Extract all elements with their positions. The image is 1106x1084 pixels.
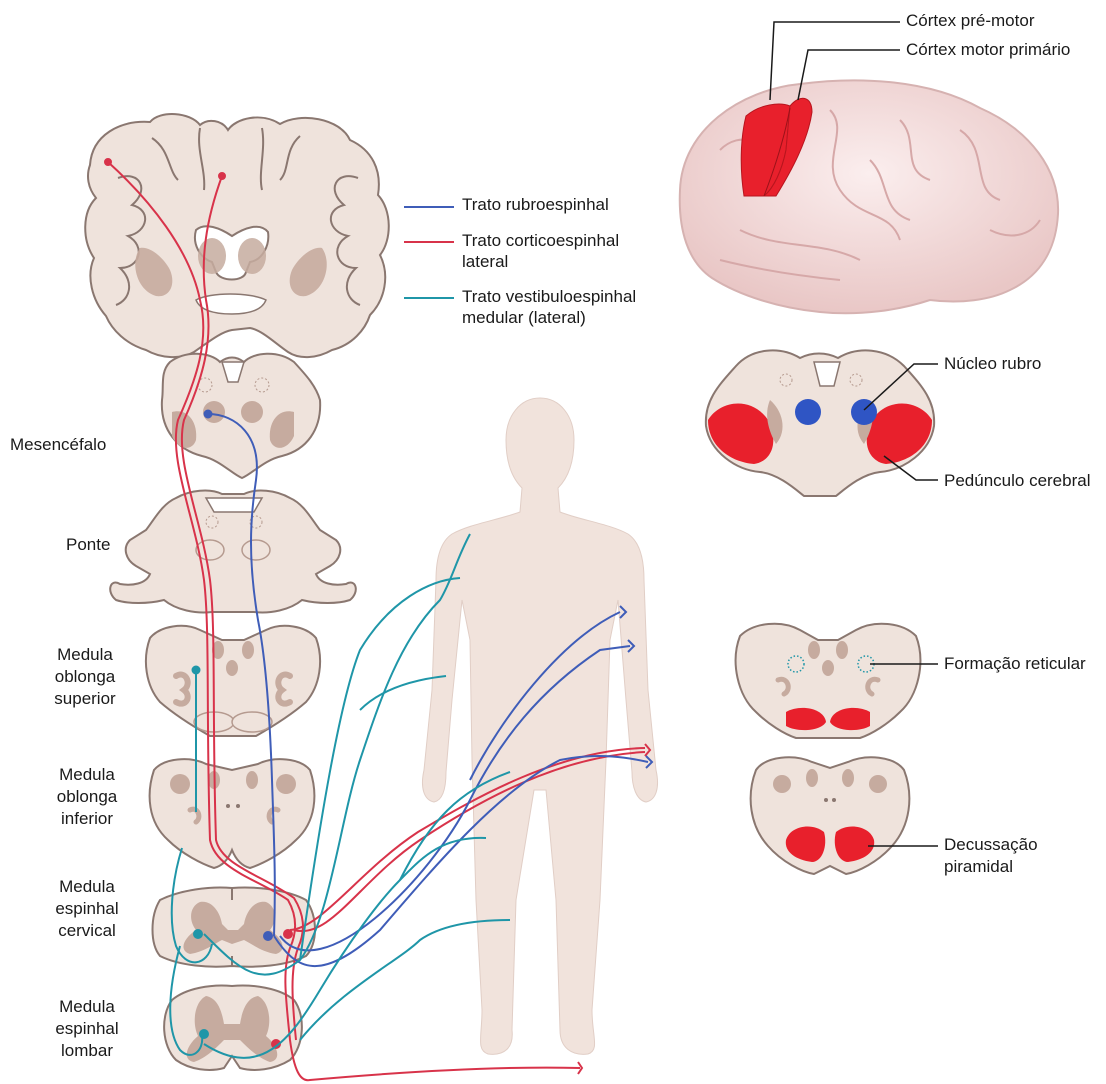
level-label-cervical-line1: Medula [44,876,130,898]
level-label-lombar: Medula espinhal lombar [44,996,130,1062]
lower-medulla-section [150,759,315,868]
brain-coronal-section [85,114,389,357]
level-label-ponte: Ponte [66,534,110,556]
label-decussacao-piramidal: Decussação piramidal [944,834,1038,878]
legend-label-rubrospinal: Trato rubroespinhal [462,194,609,215]
level-label-cervical: Medula espinhal cervical [44,876,130,942]
right-midbrain-section [706,350,934,496]
level-label-medulla-superior-line3: superior [42,688,128,710]
human-body-silhouette [422,398,657,1054]
right-upper-medulla-section [736,624,921,738]
level-label-medulla-superior-line1: Medula [42,644,128,666]
level-label-medulla-inferior: Medula oblonga inferior [44,764,130,830]
level-label-cervical-line3: cervical [44,920,130,942]
label-formacao-reticular: Formação reticular [944,653,1086,675]
label-cortex-motor-primario: Córtex motor primário [906,39,1070,61]
upper-medulla-section [146,626,320,736]
level-label-mesencefalo: Mesencéfalo [10,434,106,456]
level-label-lombar-line1: Medula [44,996,130,1018]
legend-label-corticospinal-line1: Trato corticoespinhal [462,230,619,251]
legend-label-vestibulospinal-line1: Trato vestibuloespinhal [462,286,636,307]
pons-section [110,491,356,613]
lateral-brain-image [680,80,1058,313]
label-pedunculo-cerebral: Pedúnculo cerebral [944,470,1090,492]
label-decussacao-line2: piramidal [944,856,1038,878]
label-nucleo-rubro: Núcleo rubro [944,353,1041,375]
level-label-lombar-line2: espinhal [44,1018,130,1040]
level-label-medulla-superior: Medula oblonga superior [42,644,128,710]
level-label-medulla-inferior-line3: inferior [44,808,130,830]
level-label-medulla-superior-line2: oblonga [42,666,128,688]
level-label-lombar-line3: lombar [44,1040,130,1062]
legend-label-corticospinal: Trato corticoespinhal lateral [462,230,619,272]
legend-label-corticospinal-line2: lateral [462,251,619,272]
label-cortex-pre-motor: Córtex pré-motor [906,10,1034,32]
label-decussacao-line1: Decussação [944,834,1038,856]
level-label-medulla-inferior-line2: oblonga [44,786,130,808]
legend-label-vestibulospinal-line2: medular (lateral) [462,307,636,328]
level-label-cervical-line2: espinhal [44,898,130,920]
right-lower-medulla-section [751,757,910,874]
legend-label-vestibulospinal: Trato vestibuloespinhal medular (lateral… [462,286,636,328]
level-label-medulla-inferior-line1: Medula [44,764,130,786]
